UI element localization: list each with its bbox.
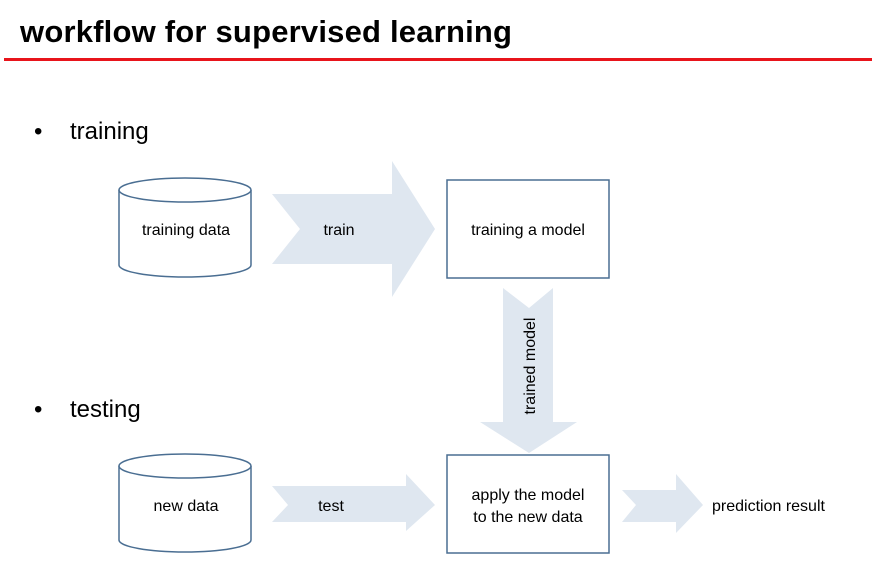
prediction-result-label: prediction result (712, 498, 826, 515)
apply-model-label-line1: apply the model (472, 487, 585, 504)
trained-model-label: trained model (522, 318, 539, 415)
test-arrow: test (272, 474, 435, 531)
training-data-label: training data (142, 222, 230, 239)
new-data-label: new data (154, 498, 219, 515)
page-title: workflow for supervised learning (20, 14, 513, 49)
trained-model-arrow: trained model (480, 288, 577, 453)
training-data-cylinder: training data (118, 177, 252, 278)
bullet-testing-label: testing (70, 396, 141, 423)
train-arrow-label: train (323, 222, 354, 239)
test-arrow-label: test (318, 498, 344, 515)
bullet-marker: • (34, 118, 43, 145)
prediction-arrow (622, 474, 703, 533)
apply-model-label-line2: to the new data (473, 509, 583, 526)
training-model-box: training a model (446, 179, 610, 279)
apply-model-box: apply the model to the new data (446, 454, 610, 554)
bullet-marker: • (34, 396, 43, 423)
training-model-label: training a model (471, 222, 585, 239)
bullet-training-label: training (70, 118, 149, 145)
train-arrow: train (272, 161, 435, 297)
new-data-cylinder: new data (118, 453, 252, 553)
title-underline (4, 58, 872, 61)
